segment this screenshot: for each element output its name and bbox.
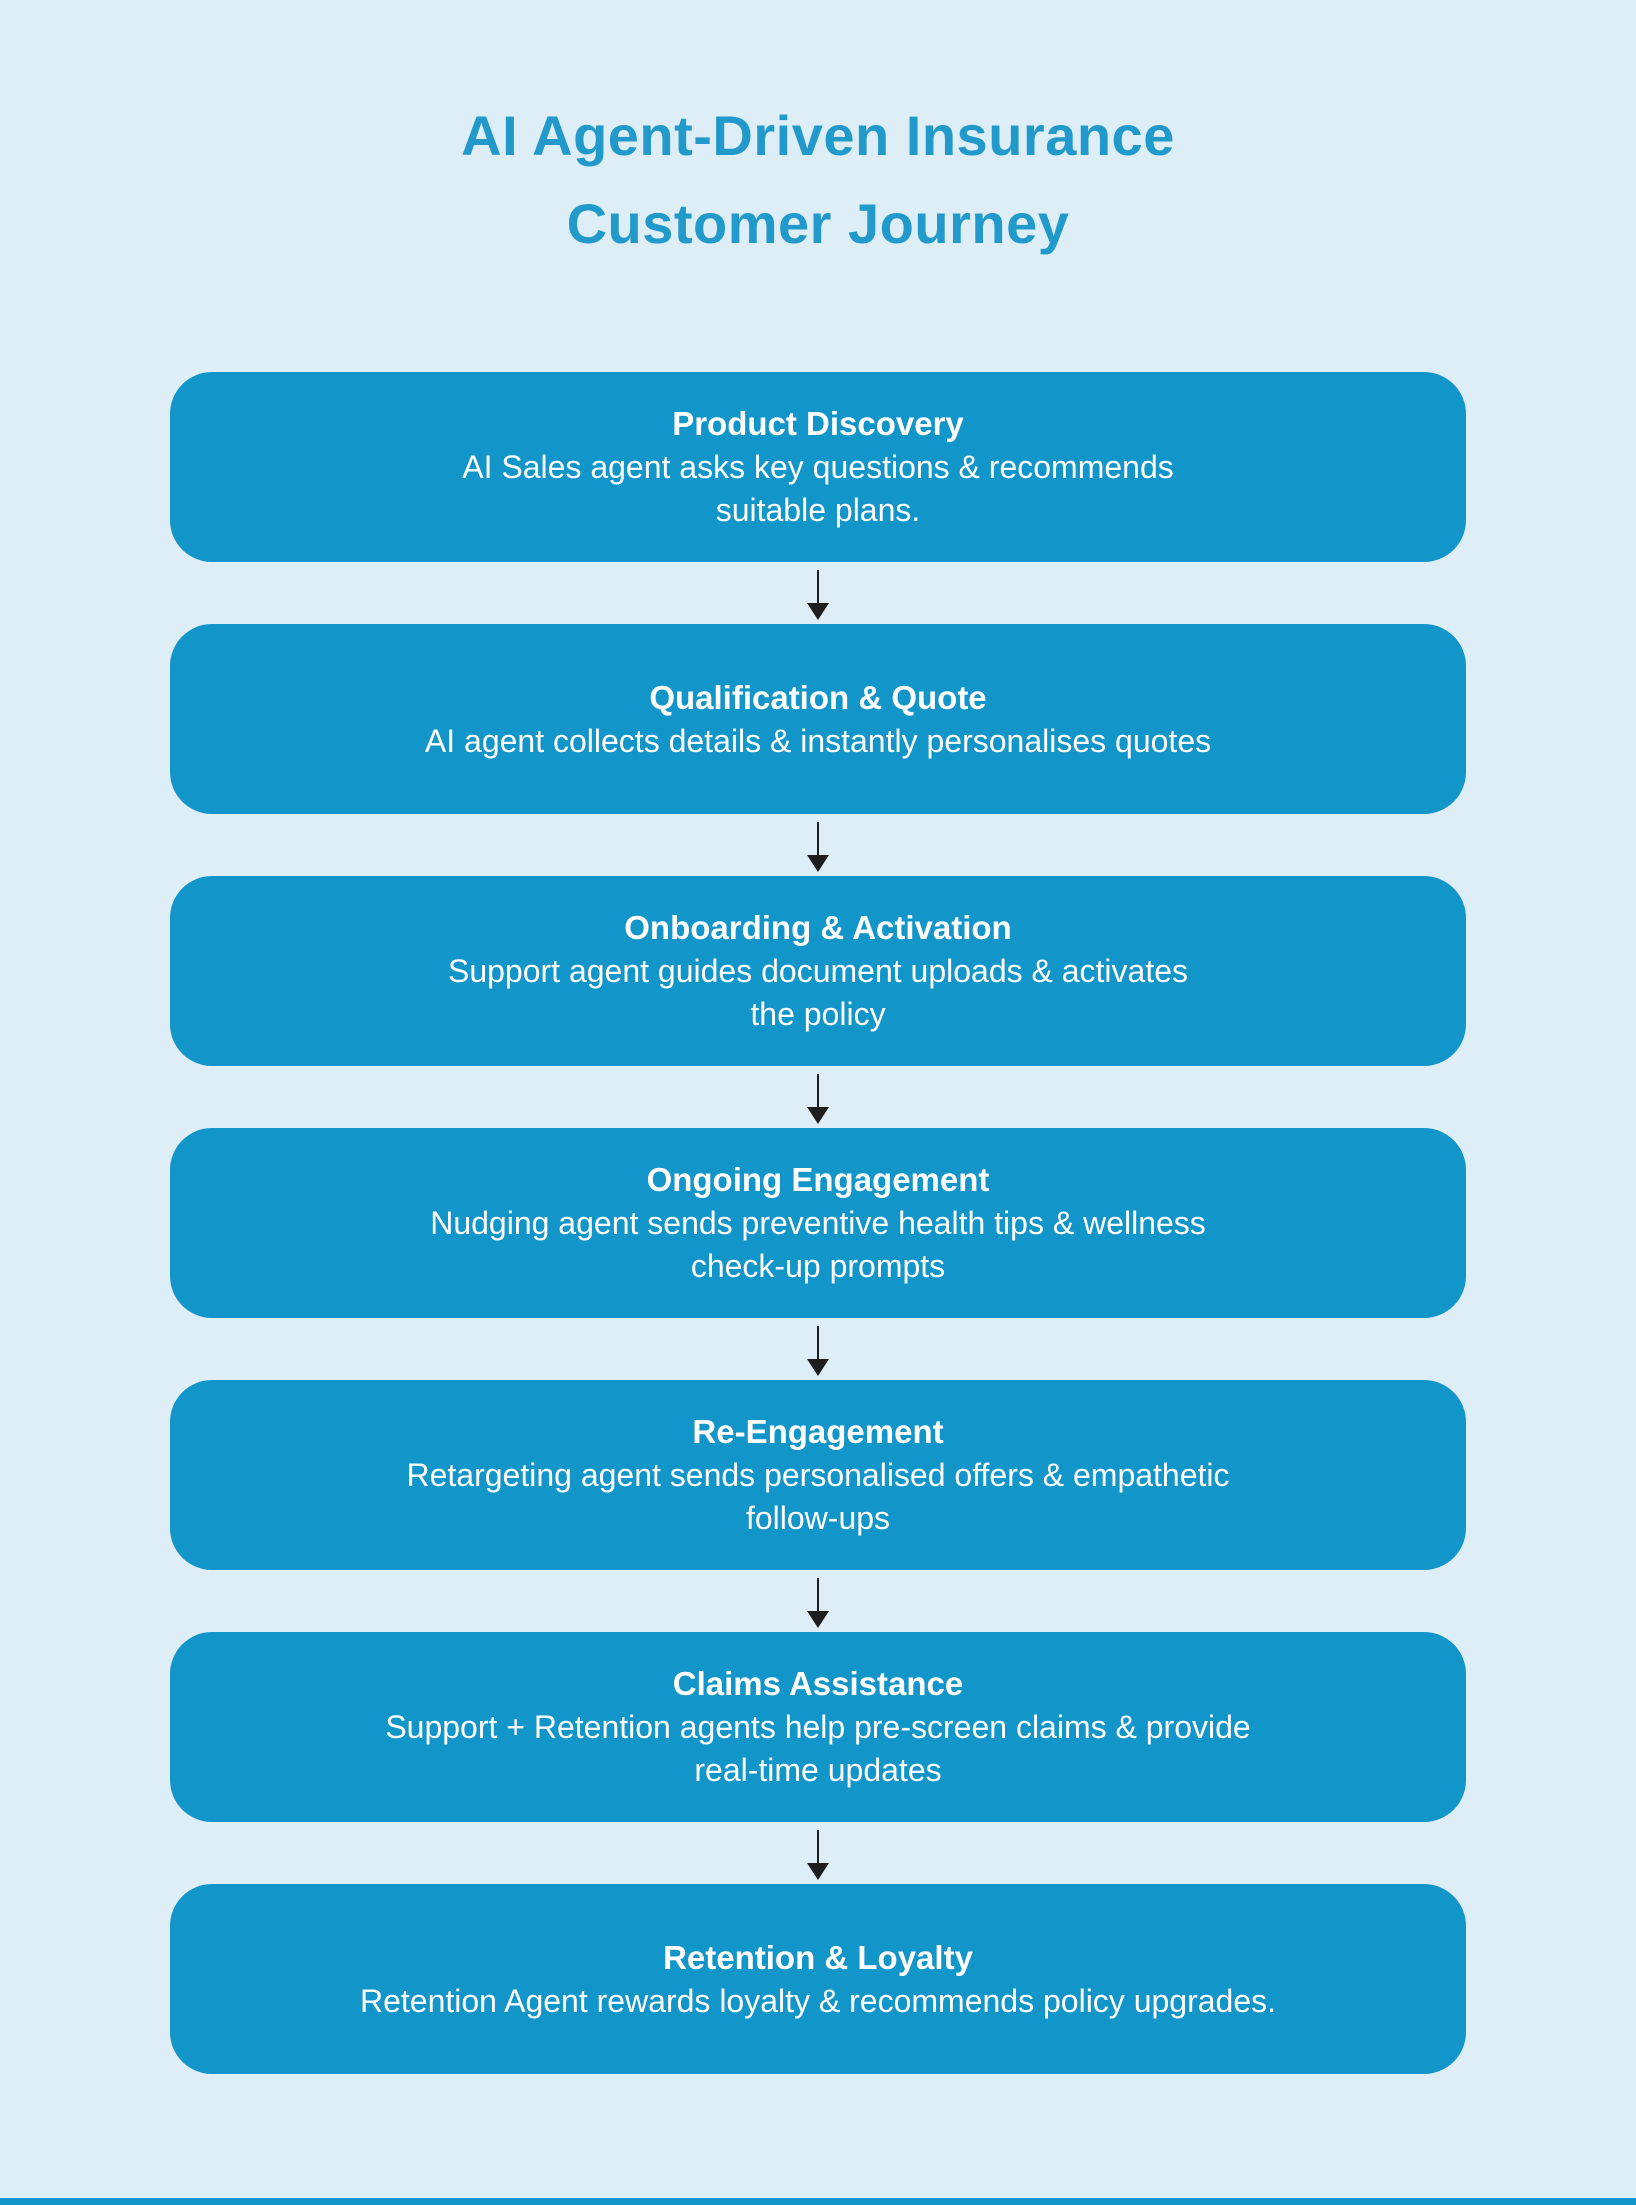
- step-description-line: Support agent guides document uploads & …: [447, 953, 1189, 989]
- step-title: Ongoing Engagement: [646, 1161, 990, 1198]
- step-description: Nudging agent sends preventive health ti…: [430, 1202, 1206, 1288]
- step-description-line: the policy: [750, 996, 886, 1032]
- arrow-shaft: [817, 1074, 819, 1108]
- step-description-line: follow-ups: [745, 1500, 891, 1536]
- down-arrow-icon: [807, 814, 829, 876]
- step-description-line: AI agent collects details & instantly pe…: [424, 722, 1212, 759]
- arrow-shaft: [817, 1578, 819, 1612]
- step-box-re-engagement: Re-Engagement Retargeting agent sends pe…: [170, 1380, 1466, 1570]
- step-description-line: Retention Agent rewards loyalty & recomm…: [359, 1982, 1277, 2019]
- step-title: Qualification & Quote: [649, 678, 987, 716]
- arrow-shaft: [817, 570, 819, 604]
- step-box-claims-assistance: Claims Assistance Support + Retention ag…: [170, 1632, 1466, 1822]
- page-title-line-1: AI Agent-Driven Insurance: [461, 104, 1175, 167]
- arrow-head: [807, 1863, 829, 1880]
- step-description: Support + Retention agents help pre-scre…: [385, 1706, 1250, 1792]
- step-description-line: Support + Retention agents help pre-scre…: [385, 1709, 1251, 1745]
- step-box-ongoing-engagement: Ongoing Engagement Nudging agent sends p…: [170, 1128, 1466, 1318]
- down-arrow-icon: [807, 1822, 829, 1884]
- step-description-line: check-up prompts: [690, 1248, 946, 1284]
- step-title: Claims Assistance: [672, 1665, 964, 1702]
- step-description: AI Sales agent asks key questions & reco…: [462, 446, 1173, 532]
- step-description-line: real-time updates: [694, 1752, 942, 1788]
- step-description: AI agent collects details & instantly pe…: [425, 720, 1211, 763]
- arrow-head: [807, 1359, 829, 1376]
- step-title: Product Discovery: [672, 405, 964, 442]
- step-description-line: AI Sales agent asks key questions & reco…: [462, 449, 1174, 485]
- down-arrow-icon: [807, 562, 829, 624]
- step-box-qualification-quote: Qualification & Quote AI agent collects …: [170, 624, 1466, 814]
- step-description-line: suitable plans.: [715, 492, 921, 528]
- arrow-head: [807, 855, 829, 872]
- step-box-onboarding-activation: Onboarding & Activation Support agent gu…: [170, 876, 1466, 1066]
- step-description: Retention Agent rewards loyalty & recomm…: [360, 1980, 1276, 2023]
- arrow-head: [807, 1107, 829, 1124]
- page-title-line-2: Customer Journey: [566, 192, 1070, 255]
- bottom-accent-strip: [0, 2198, 1636, 2205]
- journey-flowchart: Product Discovery AI Sales agent asks ke…: [170, 372, 1466, 2074]
- step-title: Onboarding & Activation: [624, 909, 1012, 946]
- step-title: Re-Engagement: [692, 1413, 944, 1450]
- step-description: Retargeting agent sends personalised off…: [406, 1454, 1229, 1540]
- arrow-shaft: [817, 1830, 819, 1864]
- down-arrow-icon: [807, 1570, 829, 1632]
- step-description: Support agent guides document uploads & …: [448, 950, 1188, 1036]
- arrow-shaft: [817, 822, 819, 856]
- step-description-line: Retargeting agent sends personalised off…: [406, 1457, 1230, 1493]
- down-arrow-icon: [807, 1066, 829, 1128]
- step-box-product-discovery: Product Discovery AI Sales agent asks ke…: [170, 372, 1466, 562]
- arrow-head: [807, 603, 829, 620]
- down-arrow-icon: [807, 1318, 829, 1380]
- arrow-head: [807, 1611, 829, 1628]
- page-title: AI Agent-Driven Insurance Customer Journ…: [461, 92, 1175, 268]
- arrow-shaft: [817, 1326, 819, 1360]
- step-box-retention-loyalty: Retention & Loyalty Retention Agent rewa…: [170, 1884, 1466, 2074]
- step-description-line: Nudging agent sends preventive health ti…: [430, 1205, 1206, 1241]
- step-title: Retention & Loyalty: [663, 1938, 973, 1976]
